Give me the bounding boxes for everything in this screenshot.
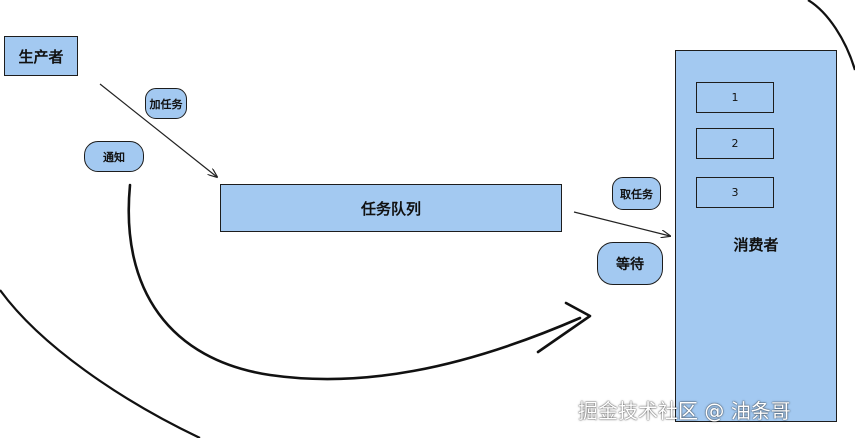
producer-label: 生产者 (18, 47, 64, 66)
wait-label: 等待 (597, 242, 663, 285)
consumer-slot-3: 3 (696, 177, 774, 208)
slot-2-label: 2 (731, 137, 739, 150)
task-queue-box: 任务队列 (220, 184, 562, 232)
notify-curve (127, 183, 582, 381)
take-task-label: 取任务 (612, 177, 661, 210)
notify-text: 通知 (103, 150, 125, 164)
producer-box: 生产者 (4, 36, 78, 76)
consumer-slot-1: 1 (696, 82, 774, 113)
decorative-curve-left (0, 289, 201, 438)
watermark: 掘金技术社区 @ 油条哥 (578, 399, 791, 423)
task-queue-label: 任务队列 (360, 199, 421, 218)
add-task-text: 加任务 (149, 97, 183, 111)
notify-curve-arrowhead (536, 301, 592, 354)
take-task-text: 取任务 (620, 187, 653, 201)
slot-3-label: 3 (731, 186, 739, 199)
add-task-label: 加任务 (145, 88, 187, 119)
consumer-slot-2: 2 (696, 128, 774, 159)
slot-1-label: 1 (731, 91, 739, 104)
consumer-label: 消费者 (733, 236, 779, 254)
notify-label: 通知 (84, 141, 144, 172)
take-task-arrow (573, 211, 670, 236)
wait-text: 等待 (616, 256, 644, 273)
decorative-curve-top-right (807, 0, 855, 71)
add-task-arrow (99, 83, 217, 177)
